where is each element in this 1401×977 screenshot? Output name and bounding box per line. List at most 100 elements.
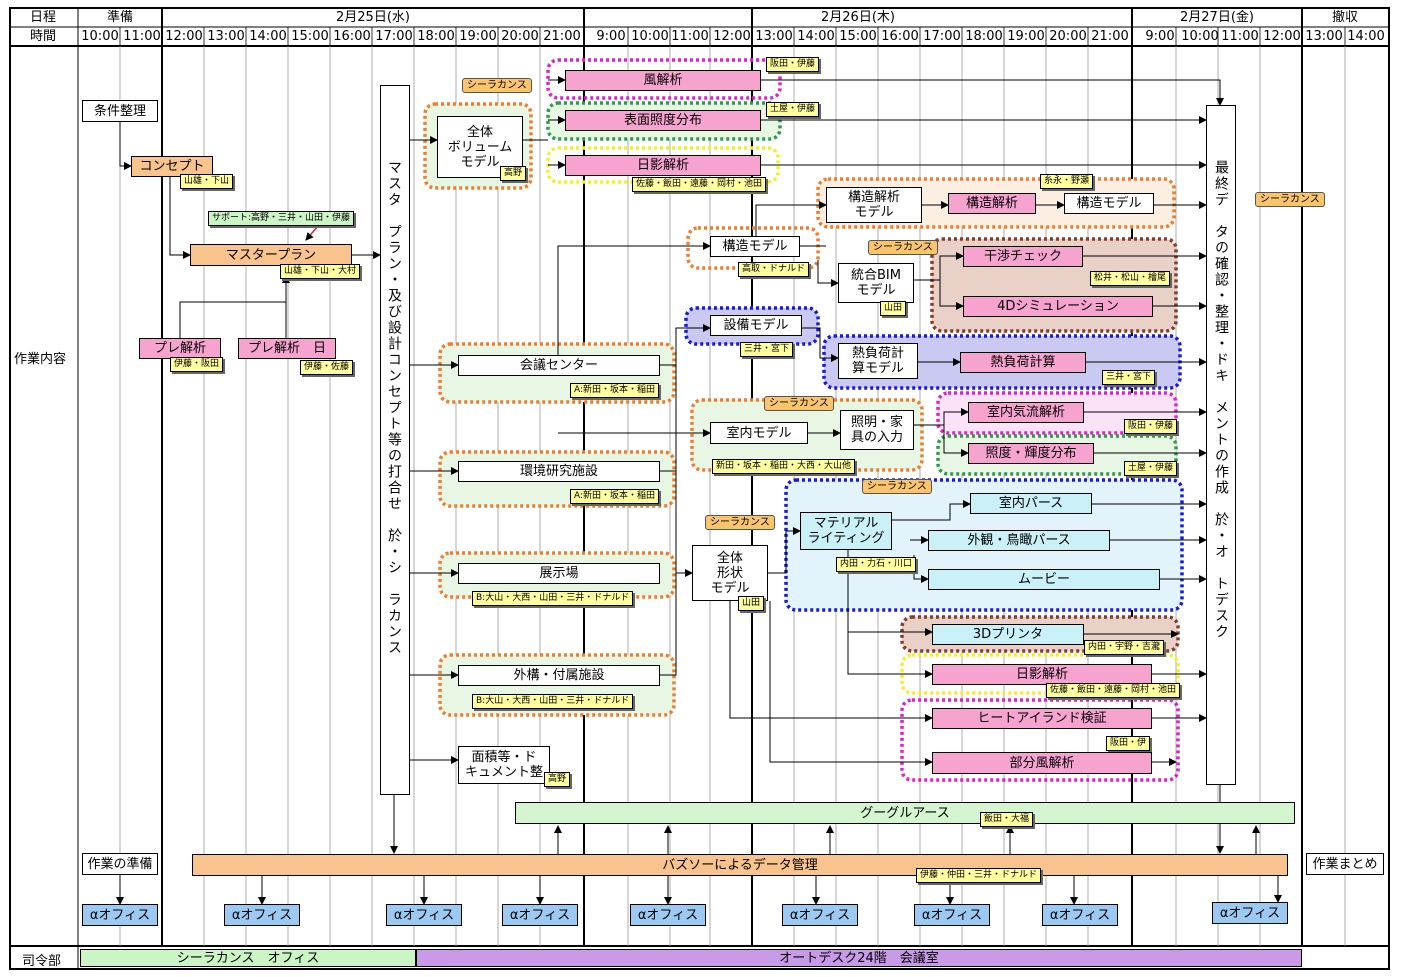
coelacanth-callout-5: シーラカンス	[862, 479, 932, 494]
hq-label: 司令部	[22, 954, 62, 969]
master-plan-meeting-bar	[380, 85, 410, 795]
schedule-row-label: 日程	[29, 10, 56, 25]
time-label: 19:00	[1007, 29, 1045, 44]
shadow-analysis-2-task: 日影解析	[932, 664, 1152, 685]
time-label: 10:00	[81, 29, 119, 44]
alpha-office-box: αオフィス	[502, 904, 578, 926]
day2-header: 2月26日(木)	[821, 10, 895, 25]
prep-day-header: 準備	[106, 10, 133, 25]
conference-center-tag: A:新田・坂本・稲田	[570, 383, 660, 398]
connector-arrow	[892, 500, 971, 521]
heat-load-calc-task: 熱負荷計算	[960, 352, 1086, 373]
connector-arrow	[939, 280, 964, 310]
alpha-office-box: αオフィス	[782, 904, 858, 926]
heat-island-tag: 阪田・伊	[1106, 736, 1151, 751]
connector-arrow	[817, 260, 839, 287]
coelacanth-callout-6: シーラカンス	[1255, 192, 1325, 207]
structural-analysis-tag: 糸永・野瀬	[1040, 174, 1094, 189]
bim-model-task: 統合BIM モデル	[838, 263, 914, 303]
structural-analysis-task: 構造解析	[948, 193, 1036, 214]
time-label: 11:00	[123, 29, 161, 44]
time-label: 13:00	[207, 29, 245, 44]
time-label: 9:00	[1145, 29, 1175, 44]
coelacanth-callout-1: シーラカンス	[462, 78, 532, 93]
surface-illuminance-task: 表面照度分布	[565, 110, 761, 131]
work-content-label: 作業内容	[14, 352, 67, 367]
prep-work-task: 作業の準備	[82, 853, 158, 875]
surface-illuminance-tag: 土屋・伊藤	[766, 102, 820, 117]
connector-arrow	[660, 324, 711, 676]
connector-arrow	[768, 527, 801, 574]
material-lighting-task: マテリアル ライティング	[800, 512, 892, 550]
exterior-perspective-task: 外観・鳥瞰パース	[928, 530, 1110, 551]
connector-arrow	[169, 177, 191, 259]
alpha-office-box: αオフィス	[82, 904, 158, 926]
pre-analysis-a-task: プレ解析	[139, 338, 221, 359]
time-label: 17:00	[923, 29, 961, 44]
time-label: 20:00	[501, 29, 539, 44]
time-label: 12:00	[165, 29, 203, 44]
time-label: 10:00	[631, 29, 669, 44]
final-review-bar	[1206, 105, 1236, 785]
env-research-tag: A:新田・坂本・稲田	[570, 489, 660, 504]
illuminance-luminance-task: 照度・輝度分布	[968, 443, 1094, 464]
time-label: 11:00	[671, 29, 709, 44]
master-plan-task: マスタープラン	[190, 244, 352, 266]
time-label: 18:00	[417, 29, 455, 44]
indoor-model-task: 室内モデル	[710, 422, 808, 444]
heat-load-model-task: 熱負荷計 算モデル	[838, 343, 918, 379]
time-label: 16:00	[881, 29, 919, 44]
pre-analysis-a-tag: 伊藤・阪田	[170, 357, 224, 372]
coelacanth-callout-4: シーラカンス	[705, 515, 775, 530]
connector-arrow	[729, 601, 933, 722]
coelacanth-callout-2: シーラカンス	[868, 240, 938, 255]
exhibition-hall-task: 展示場	[458, 563, 660, 584]
heat-island-task: ヒートアイランド検証	[932, 708, 1152, 729]
time-label: 16:00	[333, 29, 371, 44]
time-label: 10:00	[1181, 29, 1219, 44]
time-label: 14:00	[797, 29, 835, 44]
material-lighting-tag: 内田・力石・川口	[836, 557, 917, 572]
conference-center-task: 会議センター	[458, 355, 660, 376]
area-document-tag: 高野	[544, 772, 571, 787]
time-label: 13:00	[1305, 29, 1343, 44]
time-label: 12:00	[1263, 29, 1301, 44]
heat-load-tag: 三井・宮下	[1102, 370, 1156, 385]
final-review-text: 最終デ タの確認・整理・ドキ メントの作成 於・オ トデスク	[1213, 160, 1229, 640]
wrap-up-task: 作業まとめ	[1306, 853, 1384, 875]
wind-analysis-tag: 阪田・伊藤	[766, 57, 820, 72]
grid-border	[9, 7, 1390, 970]
wind-analysis-task: 風解析	[565, 70, 761, 91]
alpha-office-box: αオフィス	[1042, 904, 1118, 926]
connector-arrow	[755, 201, 827, 236]
movie-task: ムービー	[928, 569, 1160, 590]
structural-analysis-model-task: 構造解析 モデル	[826, 187, 922, 223]
time-label: 9:00	[596, 29, 626, 44]
connector-arrow	[847, 632, 933, 678]
concept-tag: 山雄・下山	[180, 174, 234, 189]
day1-header: 2月25日(水)	[336, 10, 410, 25]
buzzsaw-tag: 伊藤・仲田・三井・ドナルド	[916, 868, 1042, 883]
google-earth-bar: グーグルアース	[515, 802, 1295, 824]
shadow-analysis-tag: 佐藤・飯田・遠藤・岡村・池田	[632, 177, 767, 192]
time-label: 19:00	[459, 29, 497, 44]
concept-task: コンセプト	[131, 156, 213, 177]
teardown-header: 撤収	[1331, 10, 1358, 25]
connector-arrow	[914, 408, 969, 426]
connector-arrow	[179, 301, 286, 338]
pre-analysis-b-task: プレ解析 日	[238, 338, 336, 359]
time-label: 17:00	[375, 29, 413, 44]
connector-arrow	[943, 425, 969, 457]
connector-arrow	[802, 327, 839, 362]
indoor-airflow-tag: 阪田・伊藤	[1124, 419, 1178, 434]
autodesk-room-bar: オートデスク24階 会議室	[416, 949, 1302, 967]
env-research-task: 環境研究施設	[458, 461, 660, 482]
time-label: 13:00	[755, 29, 793, 44]
pre-analysis-b-tag: 伊藤・佐藤	[300, 360, 354, 375]
shadow-analysis-2-tag: 佐藤・飯田・遠藤・岡村・池田	[1046, 683, 1181, 698]
indoor-model-tag: 新田・坂本・稲田・大西・大山他	[712, 459, 856, 474]
master-plan-meeting-text: マスタ プラン・及び設計コンセプト等の打合せ 於・シ ラカンス	[386, 160, 402, 656]
structural-model-tag: 高取・ドナルド	[738, 262, 810, 277]
